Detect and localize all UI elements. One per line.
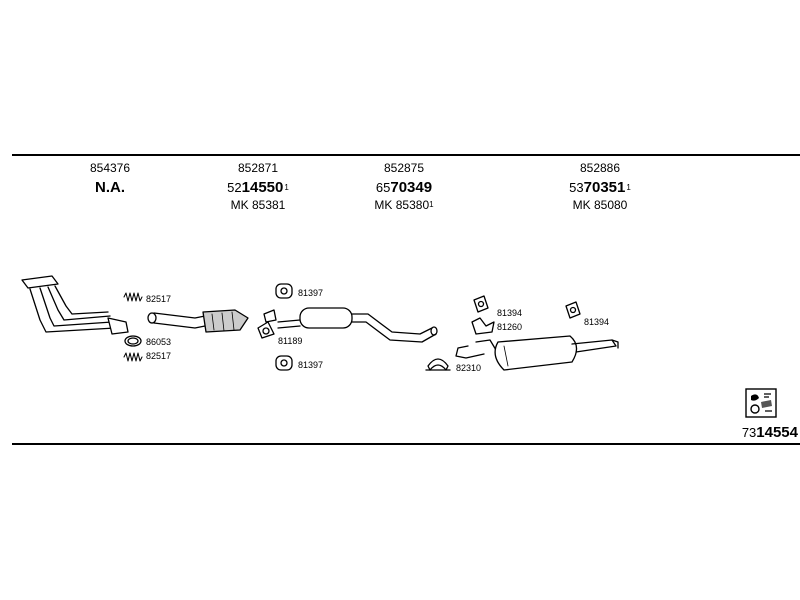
column-3-mk-text: MK 85380 [374, 198, 430, 212]
column-1-main: N.A. [30, 178, 190, 197]
front-pipe-drawing [21, 275, 129, 335]
kit-number-prefix: 73 [741, 425, 757, 440]
column-2-main-sup: 1 [284, 183, 289, 192]
column-4-main-prefix: 53 [569, 180, 584, 195]
column-3-main: 6570349 [324, 178, 484, 197]
column-3-code: 852875 [383, 161, 425, 175]
bottom-rule [12, 443, 800, 445]
kit-number-main: 14554 [756, 424, 798, 441]
column-4-code: 852886 [579, 161, 621, 175]
column-2-main-prefix: 52 [227, 180, 242, 195]
kit-number: 7314554 [742, 425, 798, 441]
part-label: 82517 [146, 351, 172, 361]
spring-bolt-icons [123, 292, 143, 362]
column-3-mk: MK 853801 [324, 197, 484, 213]
column-1: 854376 N.A. [30, 161, 190, 197]
column-1-main-number: N.A. [95, 179, 125, 196]
column-4-main: 53703511 [520, 178, 680, 197]
middle-silencer-drawing [277, 307, 438, 343]
column-4-main-sup: 1 [626, 183, 631, 192]
column-2-main: 52145501 [178, 178, 338, 197]
column-3-mk-sup: 1 [429, 200, 434, 209]
column-4: 852886 53703511 MK 85080 [520, 161, 680, 213]
kit-badge-icon [745, 388, 777, 418]
column-1-code: 854376 [89, 161, 131, 175]
column-4-mk: MK 85080 [572, 198, 628, 212]
column-3: 852875 6570349 MK 853801 [324, 161, 484, 213]
column-2-mk: MK 85381 [230, 198, 286, 212]
rubber-hanger-icon [275, 283, 293, 299]
part-label: 81397 [298, 360, 324, 370]
column-2-code: 852871 [237, 161, 279, 175]
part-label: 81260 [497, 322, 523, 332]
column-3-main-number: 70349 [390, 179, 433, 196]
column-2: 852871 52145501 MK 85381 [178, 161, 338, 213]
part-label: 81189 [278, 336, 303, 346]
catalytic-converter-drawing [147, 309, 249, 333]
part-label: 82517 [146, 294, 172, 304]
rubber-hanger-icon [275, 355, 293, 371]
sealing-ring-icon [124, 335, 142, 347]
column-2-main-number: 14550 [241, 179, 284, 196]
top-rule [12, 154, 800, 156]
bracket-icon [471, 317, 495, 335]
part-label: 86053 [146, 337, 172, 347]
rear-silencer-drawing [455, 335, 619, 371]
rubber-hanger-icon [473, 295, 489, 313]
part-label: 81394 [584, 317, 610, 327]
gasket-icon [263, 309, 277, 323]
part-label: 81397 [298, 288, 324, 298]
column-4-main-number: 70351 [583, 179, 626, 196]
column-3-main-prefix: 65 [375, 180, 391, 195]
rubber-hanger-icon [565, 301, 581, 319]
part-label: 81394 [497, 308, 523, 318]
gasket-icon [257, 321, 275, 339]
clamp-icon [425, 358, 451, 371]
part-label: 82310 [456, 363, 482, 373]
